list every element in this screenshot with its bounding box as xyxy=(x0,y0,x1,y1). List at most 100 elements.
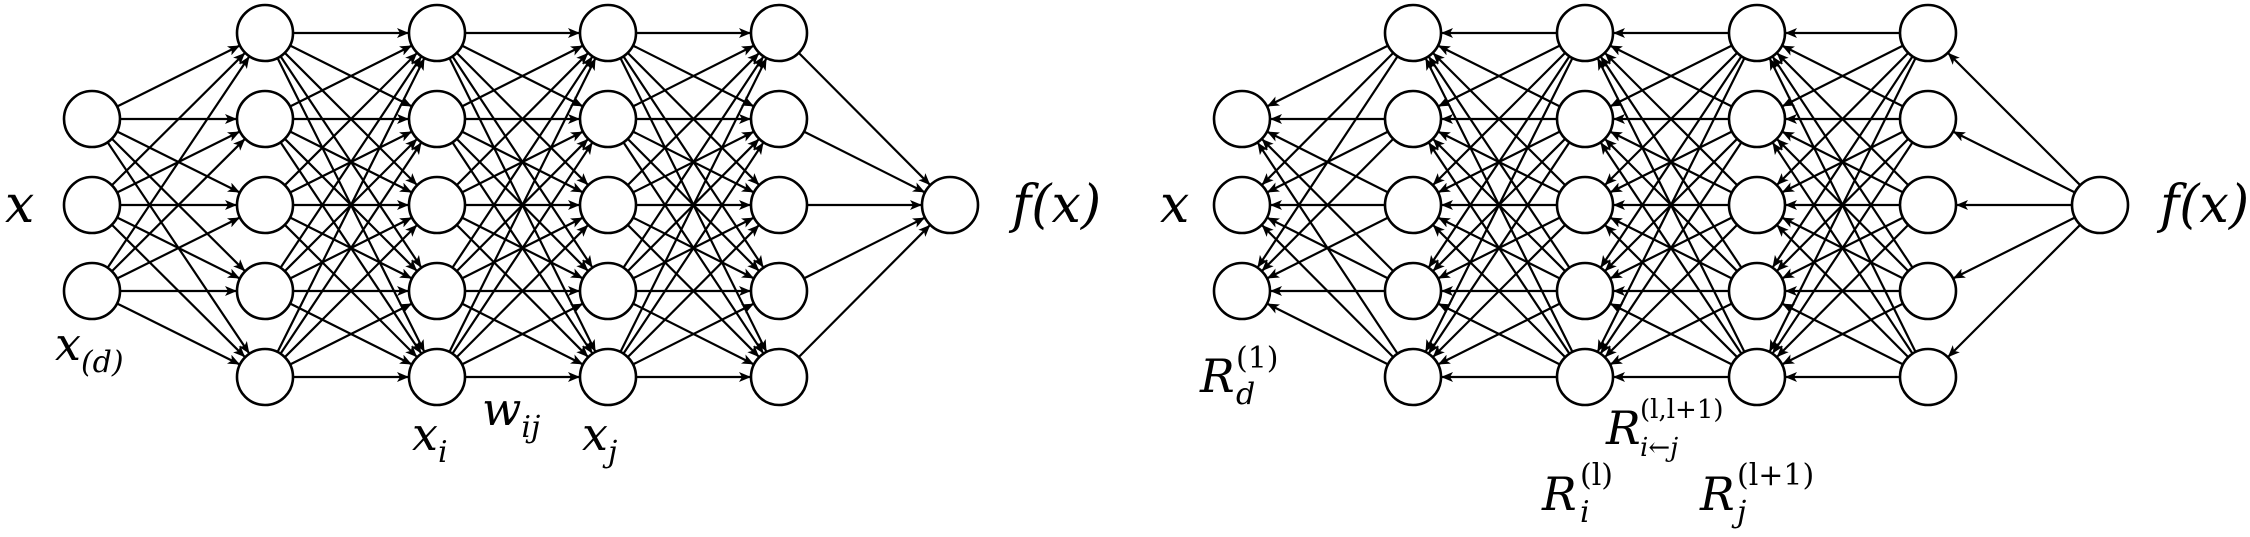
neuron-node xyxy=(1383,261,1443,321)
connection-arrow xyxy=(111,138,246,273)
input-relevance-label: R (1) d xyxy=(1199,341,1279,412)
connection-arrow xyxy=(797,224,931,358)
neuron-node xyxy=(407,89,467,149)
neuron-node xyxy=(1555,347,1615,407)
input-dimension-label: x(d) xyxy=(55,317,124,380)
svg-text:(l+1): (l+1) xyxy=(1737,458,1814,493)
neuron-node xyxy=(62,89,122,149)
svg-text:R: R xyxy=(1699,467,1735,521)
connection-arrow xyxy=(1600,55,1743,268)
connection-arrow xyxy=(116,302,240,366)
connection-arrow xyxy=(1772,55,1914,268)
forward-network xyxy=(62,3,980,407)
neuron-node xyxy=(749,89,809,149)
connection-arrow xyxy=(1257,55,1399,268)
connection-arrow xyxy=(1604,224,1738,358)
neuron-node xyxy=(1898,3,1958,63)
connection-arrow xyxy=(1610,302,1733,366)
neuron-node xyxy=(578,347,638,407)
neuron-node xyxy=(62,175,122,235)
neuron-node xyxy=(2070,175,2130,235)
connection-arrow xyxy=(626,52,760,186)
neuron-node xyxy=(1383,3,1443,63)
svg-text:(1): (1) xyxy=(1236,341,1279,376)
relevance-neurons xyxy=(1212,3,2130,407)
connection-arrow xyxy=(1267,44,1389,107)
connection-arrow xyxy=(626,224,760,358)
neuron-node xyxy=(1898,89,1958,149)
connection-arrow xyxy=(111,52,246,187)
neuron-node xyxy=(407,175,467,235)
neuron-node xyxy=(235,261,295,321)
connection-arrow xyxy=(451,142,593,355)
neuron-node xyxy=(1555,89,1615,149)
neuron-node xyxy=(1727,89,1787,149)
connection-arrow xyxy=(1610,44,1733,108)
svg-text:R: R xyxy=(1199,349,1235,403)
neuron-node xyxy=(1212,261,1272,321)
neuron-node xyxy=(1727,3,1787,63)
connection-arrow xyxy=(289,302,412,366)
forward-neurons xyxy=(62,3,980,407)
neuron-node xyxy=(578,3,638,63)
connection-arrow xyxy=(1604,52,1738,186)
neuron-node xyxy=(1898,175,1958,235)
connection-arrow xyxy=(1432,52,1566,186)
neuron-node xyxy=(235,175,295,235)
connection-arrow xyxy=(1600,141,1743,354)
relevance-i-label: R (l) i xyxy=(1541,458,1613,530)
neuron-node xyxy=(1555,3,1615,63)
connection-arrow xyxy=(622,142,764,355)
neuron-node xyxy=(407,261,467,321)
connection-arrow xyxy=(106,56,250,269)
svg-text:d: d xyxy=(1236,377,1255,412)
connection-arrow xyxy=(284,52,418,186)
relevance-message-label: R (l,l+1) i←j xyxy=(1605,395,1724,463)
neuron-node xyxy=(1555,175,1615,235)
neuron-node xyxy=(1727,261,1787,321)
connection-arrow xyxy=(803,130,925,193)
connection-arrow xyxy=(276,58,426,353)
connection-arrow xyxy=(632,303,754,366)
neuron-node xyxy=(62,261,122,321)
neuron-node xyxy=(1727,347,1787,407)
neuron-node xyxy=(407,3,467,63)
connection-arrow xyxy=(289,44,412,108)
relevance-output-label: f(x) xyxy=(2156,175,2249,235)
svg-text:R: R xyxy=(1541,467,1577,521)
connection-arrow xyxy=(455,52,589,186)
connection-arrow xyxy=(1947,224,2081,358)
connection-arrow xyxy=(1782,44,1904,107)
connection-arrow xyxy=(1438,44,1561,108)
connection-arrow xyxy=(116,216,240,280)
neuron-node xyxy=(1383,175,1443,235)
neuron-node xyxy=(1212,89,1272,149)
connection-arrow xyxy=(461,45,583,108)
forward-edges xyxy=(106,28,931,382)
connection-arrow xyxy=(803,217,925,280)
connection-arrow xyxy=(451,56,593,269)
neuron-node xyxy=(578,175,638,235)
neuron-i-label: xi xyxy=(412,407,448,470)
connection-arrow xyxy=(1596,57,1746,352)
connection-arrow xyxy=(1267,216,1389,279)
connection-arrow xyxy=(279,142,422,355)
input-label: x xyxy=(5,175,34,235)
svg-text:i←j: i←j xyxy=(1640,433,1678,463)
svg-text:(l): (l) xyxy=(1580,458,1613,493)
connection-arrow xyxy=(1782,302,1904,365)
connection-arrow xyxy=(455,224,589,358)
neuron-node xyxy=(1555,261,1615,321)
connection-arrow xyxy=(448,58,597,353)
connection-arrow xyxy=(1261,52,1395,186)
neuron-node xyxy=(235,3,295,63)
neuron-j-label: xj xyxy=(582,407,617,470)
connection-arrow xyxy=(1953,130,2076,194)
connection-arrow xyxy=(116,44,240,108)
connection-arrow xyxy=(1424,57,1574,352)
connection-arrow xyxy=(461,303,583,366)
neuron-node xyxy=(1898,347,1958,407)
connection-arrow xyxy=(1947,52,2081,186)
neuron-node xyxy=(1383,89,1443,149)
connection-arrow xyxy=(1776,224,1910,358)
